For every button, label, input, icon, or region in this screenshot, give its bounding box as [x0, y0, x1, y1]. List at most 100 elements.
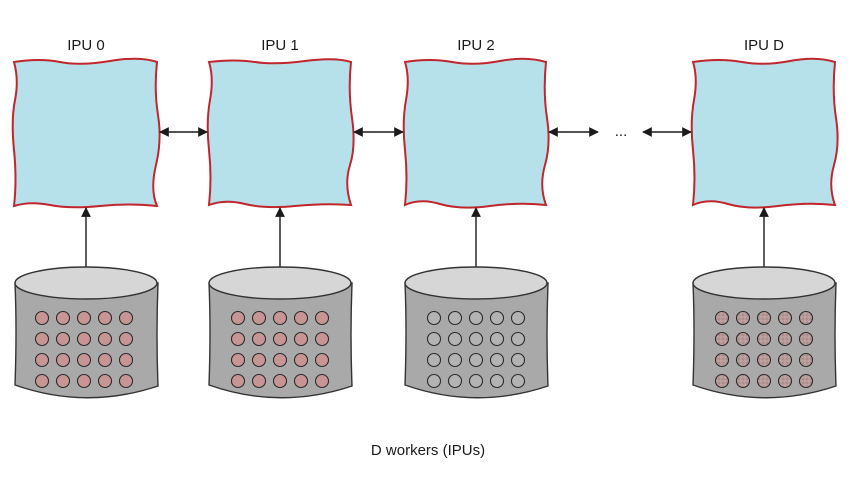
- memory-cell-dot: [426, 373, 442, 389]
- dot-grid: [426, 310, 526, 389]
- memory-cell-dot: [510, 310, 526, 326]
- memory-cell-dot: [230, 331, 246, 347]
- memory-cell-dot: [447, 310, 463, 326]
- ellipsis-label: ...: [615, 123, 628, 140]
- memory-cell-dot: [272, 352, 288, 368]
- memory-cell-dot: [714, 352, 730, 368]
- memory-cell-dot: [798, 331, 814, 347]
- ipu-label-1: IPU 1: [261, 37, 299, 54]
- memory-cell-dot: [447, 373, 463, 389]
- memory-cell-dot: [76, 310, 92, 326]
- memory-cell-dot: [118, 310, 134, 326]
- memory-cell-dot: [489, 331, 505, 347]
- memory-cell-dot: [34, 352, 50, 368]
- ipu-label-2: IPU 2: [457, 37, 495, 54]
- memory-cell-dot: [489, 310, 505, 326]
- memory-cell-dot: [230, 352, 246, 368]
- memory-cell-dot: [118, 373, 134, 389]
- memory-cell-dot: [777, 373, 793, 389]
- dot-grid: [714, 310, 814, 389]
- memory-cell-dot: [55, 352, 71, 368]
- memory-cell-dot: [230, 310, 246, 326]
- memory-cell-dot: [97, 373, 113, 389]
- memory-cell-dot: [735, 331, 751, 347]
- memory-cell-dot: [314, 331, 330, 347]
- memory-cell-dot: [756, 373, 772, 389]
- dot-grid: [34, 310, 134, 389]
- memory-cell-dot: [76, 352, 92, 368]
- memory-drum-2: [404, 266, 549, 399]
- memory-cell-dot: [55, 331, 71, 347]
- memory-cell-dot: [756, 310, 772, 326]
- memory-cell-dot: [735, 373, 751, 389]
- memory-cell-dot: [76, 331, 92, 347]
- memory-cell-dot: [251, 373, 267, 389]
- ipu-label-d: IPU D: [744, 37, 784, 54]
- memory-cell-dot: [251, 310, 267, 326]
- memory-cell-dot: [468, 373, 484, 389]
- memory-cell-dot: [468, 310, 484, 326]
- memory-cell-dot: [251, 352, 267, 368]
- ipu-chip-icon: [11, 57, 161, 209]
- memory-cell-dot: [97, 331, 113, 347]
- memory-cell-dot: [510, 352, 526, 368]
- memory-cell-dot: [714, 373, 730, 389]
- memory-cell-dot: [777, 331, 793, 347]
- memory-cell-dot: [798, 352, 814, 368]
- memory-cell-dot: [230, 373, 246, 389]
- memory-cell-dot: [76, 373, 92, 389]
- memory-cell-dot: [468, 331, 484, 347]
- ipu-chip-0: [11, 57, 161, 209]
- memory-drum-1: [208, 266, 353, 399]
- memory-cell-dot: [468, 352, 484, 368]
- memory-cell-dot: [735, 310, 751, 326]
- ipu-chip-2: [402, 57, 550, 209]
- memory-cell-dot: [756, 352, 772, 368]
- memory-cell-dot: [293, 310, 309, 326]
- memory-cell-dot: [251, 331, 267, 347]
- memory-cell-dot: [714, 310, 730, 326]
- memory-cell-dot: [293, 373, 309, 389]
- memory-cell-dot: [426, 310, 442, 326]
- memory-cell-dot: [447, 352, 463, 368]
- ipu-label-0: IPU 0: [67, 37, 105, 54]
- memory-cell-dot: [314, 310, 330, 326]
- memory-cell-dot: [447, 331, 463, 347]
- memory-cell-dot: [735, 352, 751, 368]
- memory-cell-dot: [55, 373, 71, 389]
- memory-cell-dot: [426, 331, 442, 347]
- memory-cell-dot: [272, 373, 288, 389]
- memory-cell-dot: [510, 373, 526, 389]
- memory-cell-dot: [118, 331, 134, 347]
- ipu-chip-icon: [402, 57, 550, 209]
- ipu-chip-icon: [690, 57, 839, 209]
- memory-cell-dot: [293, 352, 309, 368]
- memory-cell-dot: [55, 310, 71, 326]
- memory-cell-dot: [510, 331, 526, 347]
- memory-cell-dot: [34, 331, 50, 347]
- memory-cell-dot: [118, 352, 134, 368]
- memory-cell-dot: [714, 331, 730, 347]
- memory-cell-dot: [314, 373, 330, 389]
- memory-cell-dot: [426, 352, 442, 368]
- memory-cell-dot: [314, 352, 330, 368]
- memory-cell-dot: [293, 331, 309, 347]
- memory-cell-dot: [34, 373, 50, 389]
- memory-drum-d: [692, 266, 837, 399]
- diagram-caption: D workers (IPUs): [371, 442, 485, 459]
- memory-cell-dot: [97, 310, 113, 326]
- ipu-chip-icon: [206, 58, 355, 209]
- memory-cell-dot: [34, 310, 50, 326]
- memory-cell-dot: [97, 352, 113, 368]
- memory-drum-0: [14, 266, 159, 399]
- dot-grid: [230, 310, 330, 389]
- memory-cell-dot: [777, 352, 793, 368]
- memory-cell-dot: [489, 352, 505, 368]
- memory-cell-dot: [756, 331, 772, 347]
- memory-cell-dot: [798, 373, 814, 389]
- ipu-chip-d: [690, 57, 839, 209]
- memory-cell-dot: [272, 331, 288, 347]
- memory-cell-dot: [272, 310, 288, 326]
- memory-cell-dot: [798, 310, 814, 326]
